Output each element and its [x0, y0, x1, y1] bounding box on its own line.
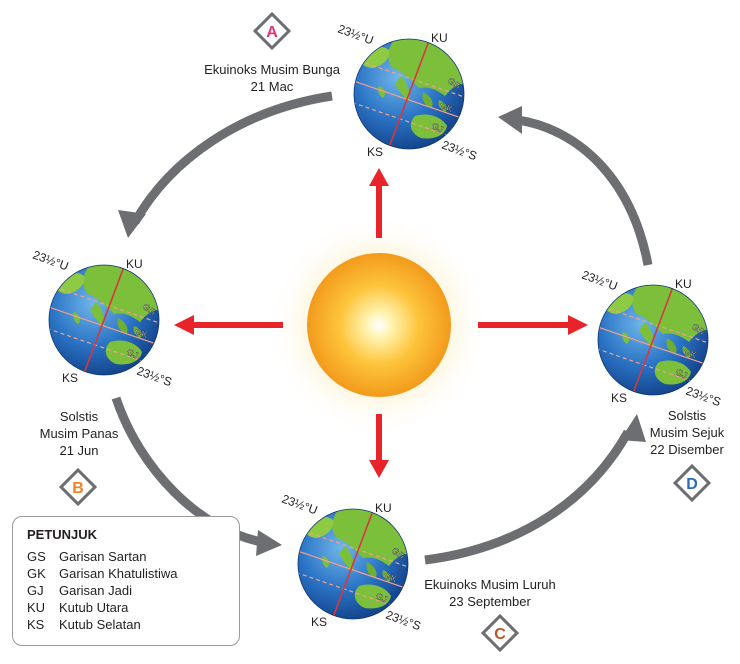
caption-c: Ekuinoks Musim Luruh 23 September: [410, 576, 570, 610]
caption-c-date: 23 September: [449, 594, 531, 609]
caption-d-line2: Musim Sejuk: [649, 425, 725, 440]
sun: [307, 253, 451, 397]
north-pole-label: KU: [431, 31, 448, 45]
gj-line-label: GJ: [430, 121, 445, 135]
south-pole-label: KS: [367, 145, 383, 159]
caption-b-line1: Solstis: [59, 409, 99, 424]
gk-line-label: GK: [133, 326, 149, 340]
legend-text: Garisan Khatulistiwa: [59, 566, 178, 581]
legend-code: GK: [27, 566, 46, 581]
earth-globe-a: [339, 30, 479, 158]
north-pole-label: KU: [675, 277, 692, 291]
caption-b-date: 21 Jun: [59, 443, 99, 458]
legend-row: KS Kutub Selatan: [27, 616, 239, 633]
north-pole-label: KU: [126, 257, 143, 271]
legend-title: PETUNJUK: [27, 527, 98, 542]
legend-row: GK Garisan Khatulistiwa: [27, 565, 239, 582]
position-badges: A B C D: [58, 11, 712, 653]
legend-row: KU Kutub Utara: [27, 599, 239, 616]
badge-d-letter: D: [686, 476, 698, 493]
north-tropic-label: 23½°U: [580, 268, 619, 294]
legend-row: GJ Garisan Jadi: [27, 582, 239, 599]
legend-box: PETUNJUK GS Garisan Sartan GK Garisan Khat…: [12, 516, 240, 646]
south-pole-label: KS: [611, 391, 627, 405]
south-tropic-label: 23½°S: [384, 608, 423, 634]
north-tropic-label: 23½°U: [280, 492, 319, 518]
gj-line-label: GJ: [674, 367, 689, 381]
caption-d-date: 22 Disember: [650, 442, 724, 457]
caption-a: Ekuinoks Musim Bunga 21 Mac: [188, 61, 356, 95]
south-tropic-label: 23½°S: [440, 138, 479, 164]
legend-code: KS: [27, 617, 45, 632]
caption-d-line1: Solstis: [667, 408, 707, 423]
legend-text: Garisan Sartan: [59, 549, 147, 564]
badge-b-letter: B: [72, 480, 84, 497]
earth-globe-b: [34, 256, 174, 384]
orbit-arrow-d-to-a: [517, 115, 653, 266]
gk-line-label: GK: [382, 570, 398, 584]
south-tropic-label: 23½°S: [135, 364, 174, 390]
caption-a-date: 21 Mac: [250, 79, 294, 94]
caption-b: Solstis Musim Panas 21 Jun: [24, 408, 134, 459]
caption-c-event: Ekuinoks Musim Luruh: [424, 577, 556, 592]
legend-code: KU: [27, 600, 46, 615]
orbit-arrows: [111, 91, 653, 565]
gk-line-label: GK: [438, 100, 454, 114]
badge-c-letter: C: [494, 626, 506, 643]
legend-text: Kutub Selatan: [59, 617, 141, 632]
legend-row: GS Garisan Sartan: [27, 548, 239, 565]
orbit-arrow-a-to-b: [131, 91, 333, 225]
gj-line-label: GJ: [374, 591, 389, 605]
north-pole-label: KU: [375, 501, 392, 515]
south-tropic-label: 23½°S: [684, 384, 723, 410]
legend-text: Garisan Jadi: [59, 583, 132, 598]
earth-globe-c: [283, 500, 423, 628]
north-tropic-label: 23½°U: [336, 22, 375, 48]
earth-globe-d: [583, 276, 723, 404]
legend-text: Kutub Utara: [59, 600, 129, 615]
caption-a-event: Ekuinoks Musim Bunga: [204, 62, 340, 77]
orbit-arrow-c-to-d: [424, 429, 632, 565]
badge-a-letter: A: [266, 24, 278, 41]
gj-line-label: GJ: [125, 347, 140, 361]
south-pole-label: KS: [311, 615, 327, 629]
south-pole-label: KS: [62, 371, 78, 385]
legend-code: GJ: [27, 583, 44, 598]
caption-d: Solstis Musim Sejuk 22 Disember: [632, 407, 740, 458]
legend-code: GS: [27, 549, 46, 564]
caption-b-line2: Musim Panas: [39, 426, 119, 441]
gk-line-label: GK: [682, 346, 698, 360]
north-tropic-label: 23½°U: [31, 248, 70, 274]
sun-rays: [174, 168, 588, 478]
